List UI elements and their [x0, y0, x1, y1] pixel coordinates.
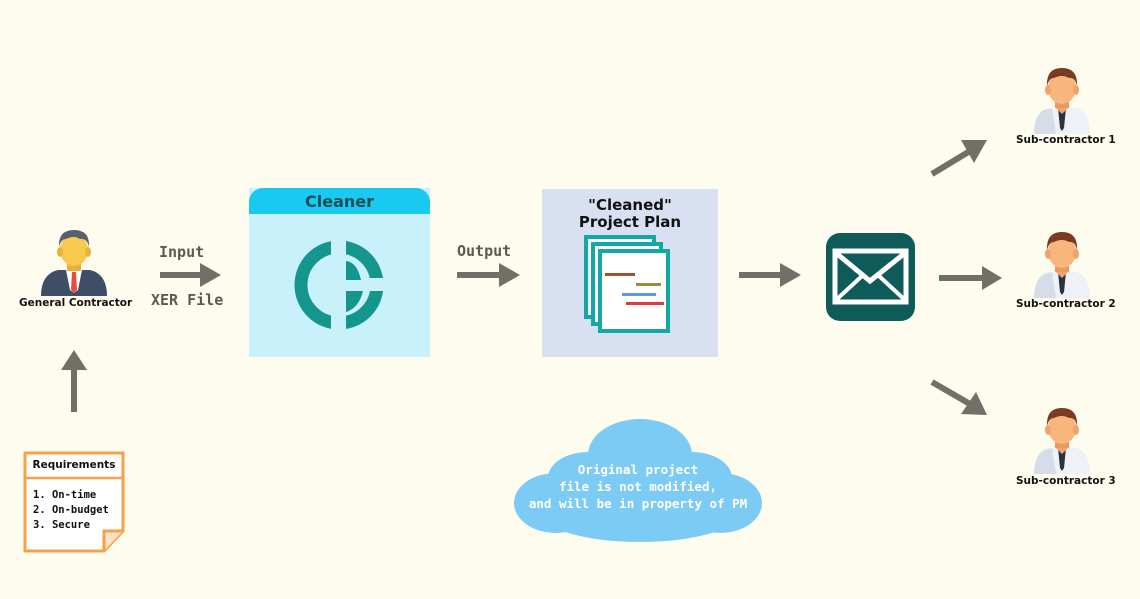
worker-icon: [1034, 68, 1090, 134]
cloud-shape: [514, 419, 762, 542]
cloud-line: and will be in property of PM: [528, 496, 748, 511]
cloud-note: Original project file is not modified, a…: [520, 461, 756, 512]
output-label: Output: [457, 242, 512, 260]
businessman-icon: [41, 230, 107, 296]
requirements-title: Requirements: [32, 459, 116, 471]
cloud-line: file is not modified,: [558, 479, 718, 494]
general-contractor-label: General Contractor: [19, 297, 133, 309]
arrow-output: [457, 263, 520, 287]
subcontractor-label-2: Sub-contractor 2: [1016, 298, 1116, 310]
envelope-icon: [826, 233, 915, 321]
worker-icon: [1034, 408, 1090, 474]
cleaner-title: Cleaner: [249, 188, 430, 214]
arrow-to-mail: [739, 263, 801, 287]
arrow-to-sub1: [930, 140, 987, 177]
requirement-item: 2. On-budget: [33, 504, 109, 516]
plan-title-line1: "Cleaned": [588, 196, 672, 214]
arrow-to-sub2: [939, 266, 1002, 290]
cleaner-logo-icon: [294, 240, 391, 330]
worker-icon: [1034, 232, 1090, 298]
arrow-up-requirements: [61, 350, 87, 412]
note-paper-icon: [23, 451, 125, 553]
cloud-line: Original project: [577, 462, 699, 477]
requirement-item: 3. Secure: [33, 519, 90, 531]
input-label: Input: [159, 243, 205, 261]
arrow-input: [160, 263, 221, 287]
plan-title: "Cleaned" Project Plan: [542, 197, 718, 231]
gantt-document-stack-icon: [584, 235, 670, 333]
subcontractor-label-3: Sub-contractor 3: [1016, 475, 1116, 487]
cleaner-panel: Cleaner: [249, 188, 430, 357]
arrow-to-sub3: [930, 379, 987, 415]
plan-title-line2: Project Plan: [578, 213, 682, 231]
xer-file-label: XER File: [151, 291, 224, 309]
cleaned-plan-panel: "Cleaned" Project Plan: [542, 189, 718, 357]
requirement-item: 1. On-time: [33, 489, 97, 501]
subcontractor-label-1: Sub-contractor 1: [1016, 134, 1116, 146]
